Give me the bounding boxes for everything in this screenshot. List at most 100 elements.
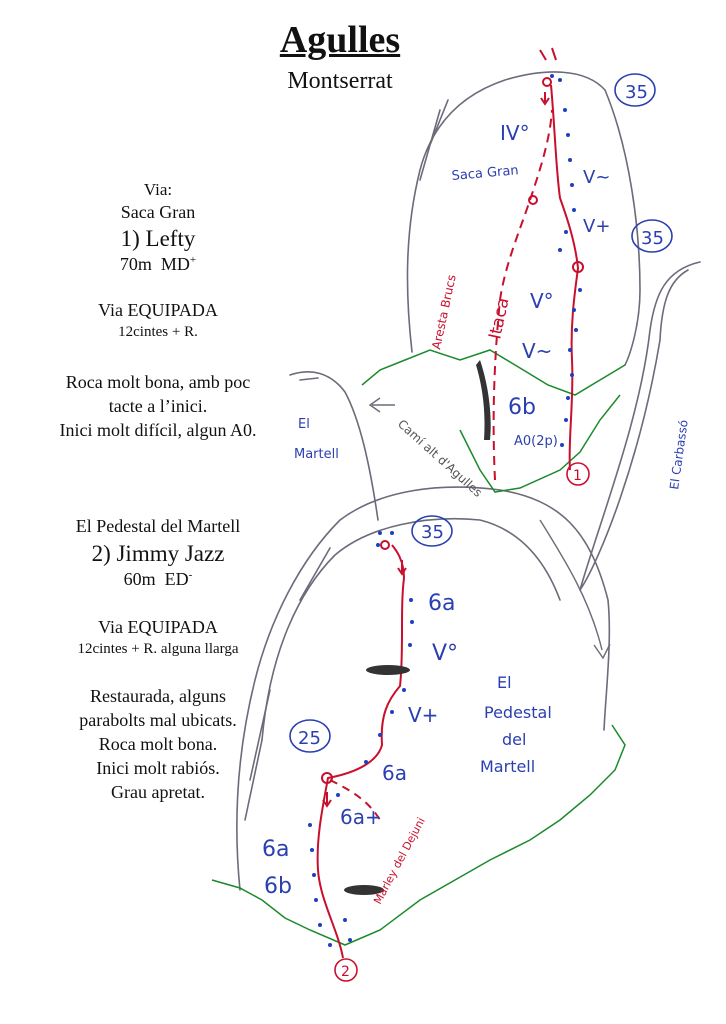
label-itaca: Itaca: [485, 296, 513, 341]
bolt: [410, 620, 414, 624]
circle-35-mid: [631, 219, 673, 253]
route2-bolts: [308, 531, 414, 947]
label-25: 25: [298, 728, 321, 749]
route1-top-anchor: [542, 77, 552, 87]
label-pedestal-4: Martell: [480, 757, 535, 776]
route1-note-2: tacte a l’inici.: [108, 396, 208, 416]
bolt: [328, 943, 332, 947]
bolt: [560, 443, 564, 447]
bolt: [564, 418, 568, 422]
route2-length-grade: 60m ED-: [0, 569, 316, 590]
marley-dashed: [329, 779, 381, 821]
circle-25: [289, 719, 331, 753]
grade-v-deg-upper: V°: [530, 289, 554, 313]
label-martell-1: El: [298, 417, 310, 432]
bolt: [390, 531, 394, 535]
label-35-mid: 35: [641, 228, 664, 249]
label-start-1: 1: [573, 468, 582, 484]
upper-rock-outline: [406, 71, 641, 366]
bolt: [314, 898, 318, 902]
itaca-belay: [528, 195, 538, 205]
grade-v-deg-lower: V°: [432, 641, 458, 666]
route1-name: 1) Lefty: [120, 226, 196, 251]
bolt: [568, 158, 572, 162]
lower-rock-inner: [261, 517, 561, 741]
route2-descent-arrow-2: [322, 792, 332, 808]
route2-note-2: parabolts mal ubicats.: [79, 710, 237, 730]
route2-grade: ED: [164, 569, 189, 589]
carbasso-outline: [579, 261, 701, 591]
label-35-top: 35: [625, 82, 648, 103]
route1-note-1: Roca molt bona, amb poc: [65, 372, 251, 392]
label-pedestal-2: Pedestal: [484, 703, 552, 722]
trail-arrows: [368, 397, 611, 660]
bolt: [566, 396, 570, 400]
route1-path: [550, 84, 580, 471]
bolt: [308, 823, 312, 827]
label-arista-brucs: Aresta Brucs: [429, 273, 458, 350]
bolt: [570, 373, 574, 377]
grade-6a-3: 6a: [262, 837, 289, 862]
bolt: [408, 643, 412, 647]
bolt: [336, 793, 340, 797]
bolt: [563, 108, 567, 112]
route1-equipment: 12cintes + R.: [118, 324, 198, 340]
route2-top-anchor: [380, 540, 390, 550]
route2-length: 60m: [123, 569, 156, 589]
start-circles: [334, 462, 590, 982]
route2-line: [316, 540, 407, 959]
page-subtitle: Montserrat: [287, 68, 393, 94]
route1-length-grade: 70m MD+: [0, 254, 316, 275]
route2-note-1: Restaurada, alguns: [90, 686, 226, 706]
bolt: [378, 531, 382, 535]
route1-line: [492, 47, 584, 481]
roof-features: [344, 360, 491, 895]
route2-equipment-title: Via EQUIPADA: [98, 617, 218, 637]
bolt: [574, 328, 578, 332]
bolt: [558, 248, 562, 252]
grade-iv: IV°: [500, 121, 530, 145]
grade-v-tilde-lower: V~: [522, 339, 552, 363]
grade-a0: A0(2p): [514, 434, 558, 449]
route2-note-4: Inici molt rabiós.: [96, 758, 220, 778]
trail-arrow-right: [539, 519, 611, 660]
itaca-dashed: [492, 109, 553, 481]
bolt: [378, 733, 382, 737]
route2-belay: [321, 772, 333, 784]
label-35-lower: 35: [421, 522, 444, 543]
grass-lines: [211, 349, 626, 946]
lower-rock-shading: [244, 547, 331, 821]
bolt: [402, 688, 406, 692]
bolt: [550, 74, 554, 78]
roof-1: [366, 665, 410, 675]
route1-belay: [572, 261, 584, 273]
label-martell-2: Martell: [294, 447, 339, 462]
martell-outline: [289, 371, 379, 521]
bolt: [558, 78, 562, 82]
grade-6a-plus: 6a+: [340, 805, 382, 829]
route1-note-3: Inici molt difícil, algun A0.: [59, 420, 257, 440]
route1-descent-arrow: [540, 92, 550, 106]
label-marley: Marley del Dejuni: [371, 815, 428, 906]
page-title: Agulles: [279, 19, 401, 61]
bolt: [572, 308, 576, 312]
upper-rock-shading: [419, 99, 449, 181]
roof-2: [344, 885, 384, 895]
bolt: [578, 288, 582, 292]
upper-crack: [476, 360, 491, 440]
route1-exit-mark: [539, 47, 557, 61]
bolt: [348, 938, 352, 942]
circle-35-lower: [411, 515, 453, 547]
bolt: [310, 848, 314, 852]
bolt: [312, 873, 316, 877]
bolt: [390, 710, 394, 714]
grade-v-tilde-upper: V~: [583, 167, 610, 188]
belay-circles: [289, 73, 673, 753]
label-start-2: 2: [341, 964, 350, 980]
rock-outlines: [236, 71, 701, 891]
trail-arrow-left: [368, 397, 395, 413]
label-saca-gran: Saca Gran: [451, 163, 519, 184]
route1-equipment-title: Via EQUIPADA: [98, 300, 218, 320]
bolt: [318, 923, 322, 927]
